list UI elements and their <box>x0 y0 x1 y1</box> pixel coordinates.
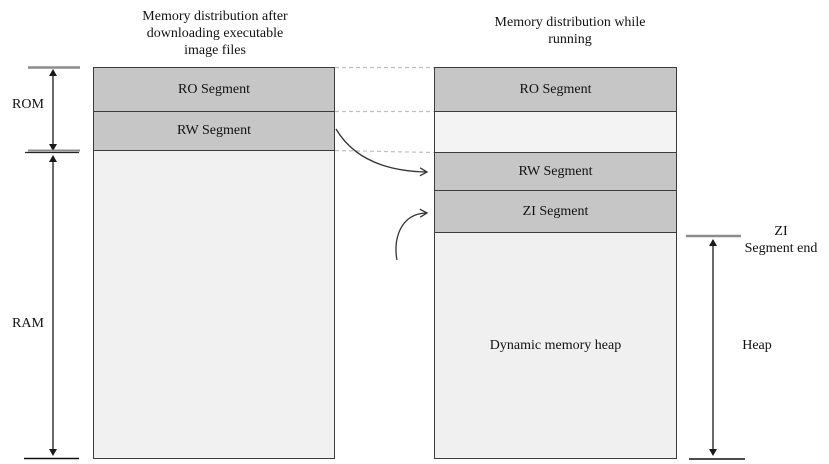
dashed-alignment-lines <box>334 66 435 154</box>
rw-relocation-arrow <box>335 128 429 177</box>
right-ro-segment-label: RO Segment <box>519 81 592 97</box>
right-memory-column: RO Segment RW Segment ZI Segment Dynamic… <box>434 67 677 459</box>
right-dynamic-heap-area: Dynamic memory heap <box>435 233 676 458</box>
right-unused-gap-area <box>435 112 676 153</box>
rom-extent-label: ROM <box>12 97 44 112</box>
left-free-ram-area <box>94 151 334 458</box>
left-rw-segment: RW Segment <box>94 112 334 151</box>
right-ro-segment: RO Segment <box>435 68 676 112</box>
zi-segment-end-label: ZI Segment end <box>744 224 818 256</box>
right-column-title: Memory distribution while running <box>494 15 646 47</box>
left-rw-segment-label: RW Segment <box>176 123 252 138</box>
left-memory-column: RO Segment RW Segment <box>93 67 335 459</box>
left-ro-segment: RO Segment <box>94 68 334 112</box>
right-zi-segment: ZI Segment <box>435 191 676 233</box>
dynamic-heap-label: Dynamic memory heap <box>489 337 622 353</box>
right-zi-segment-label: ZI Segment <box>522 203 589 219</box>
left-column-title: Memory distribution after downloading ex… <box>142 9 288 58</box>
right-rw-segment: RW Segment <box>435 153 676 191</box>
ram-extent-label: RAM <box>12 316 44 331</box>
right-rw-segment-label: RW Segment <box>518 163 593 179</box>
heap-extent-label: Heap <box>742 338 772 353</box>
left-ro-segment-label: RO Segment <box>178 81 250 97</box>
zi-creation-arrow <box>395 208 429 261</box>
ram-extent-arrow <box>24 155 79 460</box>
